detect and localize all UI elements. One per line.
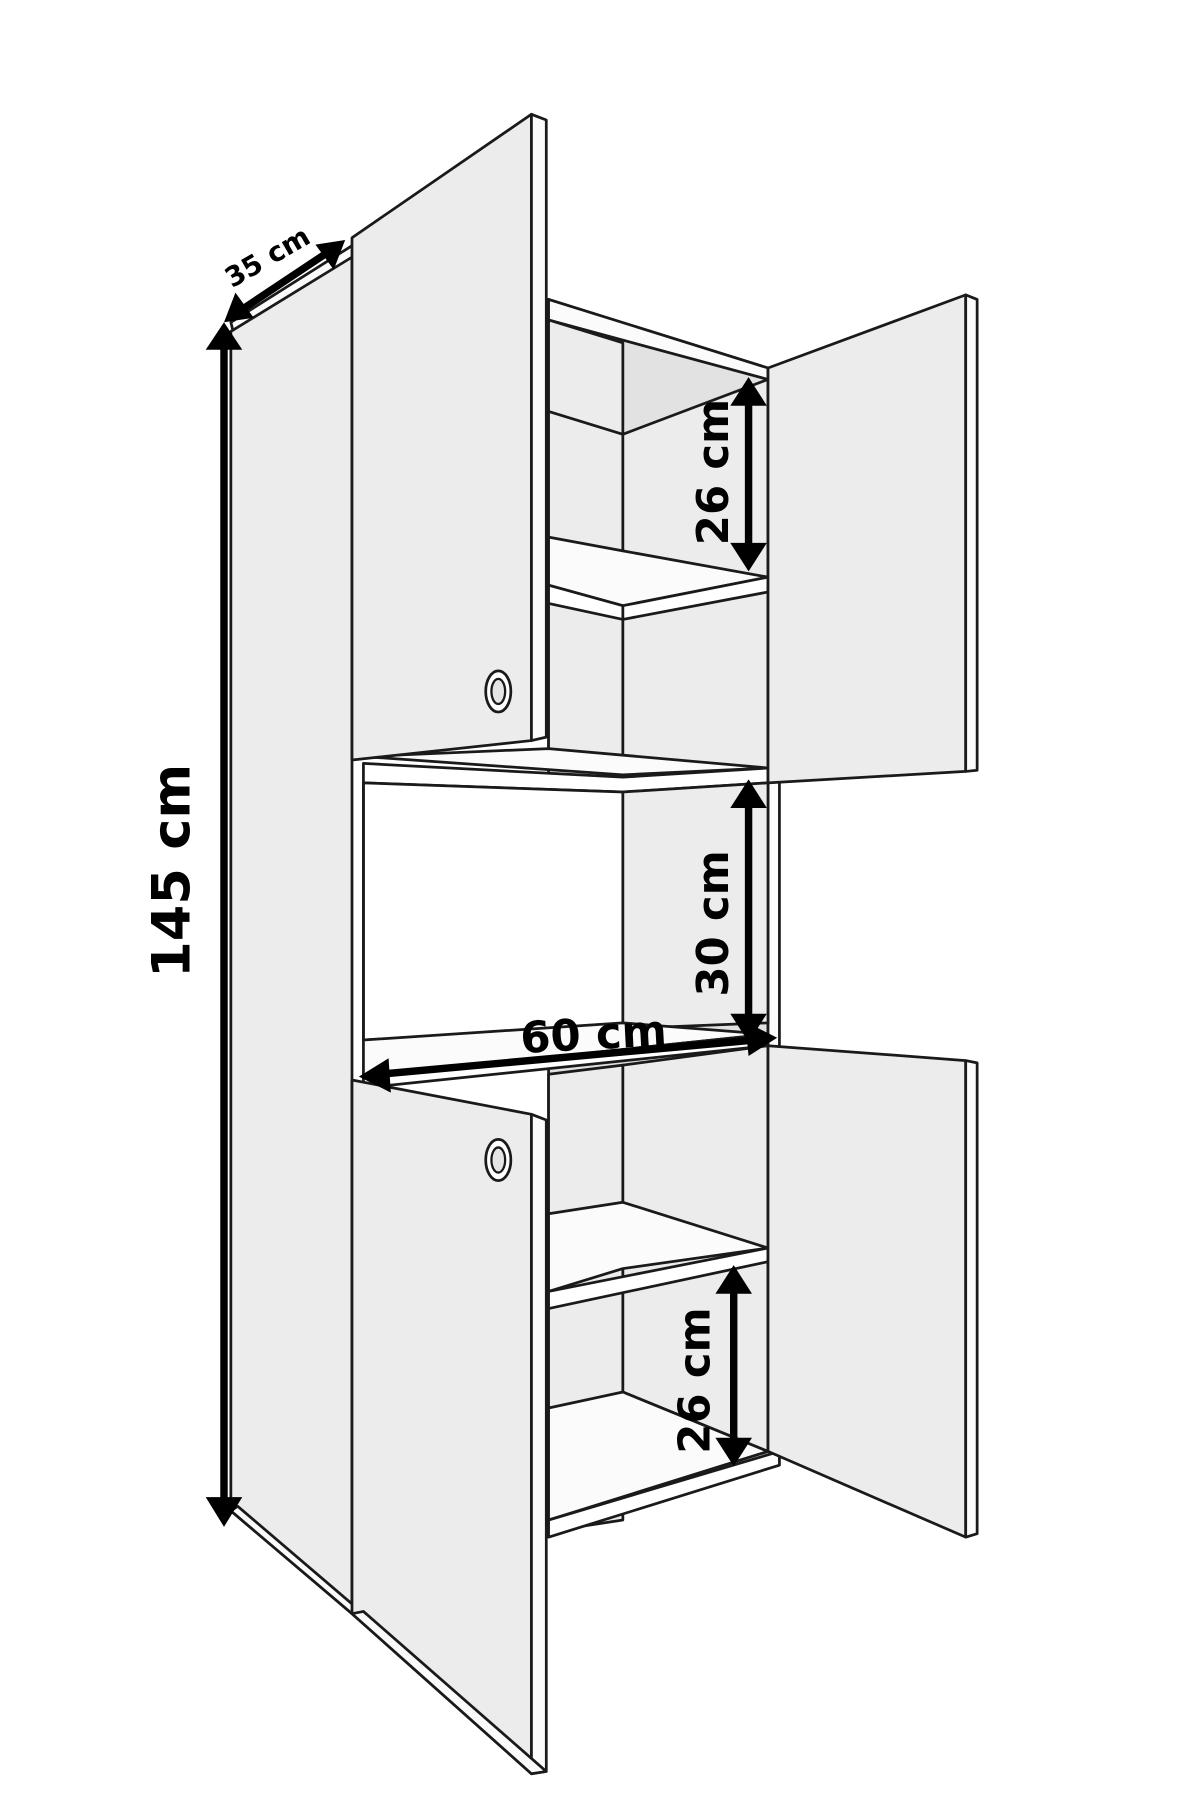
depth-arrow-head-left — [224, 292, 254, 323]
left-side-panel — [229, 255, 354, 1616]
upper-right-door-edge — [964, 293, 979, 773]
upper-gap-arrow-head-bottom — [730, 542, 767, 572]
width-label: 60 cm — [519, 1006, 668, 1064]
upper-left-door-knob-icon — [484, 669, 513, 714]
open-niche-left-wall — [362, 781, 625, 1042]
doors — [350, 112, 979, 1776]
lower-left-door-edge — [530, 1112, 548, 1776]
lower-left-door[interactable] — [350, 1078, 533, 1776]
dimension-labels: 145 cm 35 cm 26 cm 30 cm 60 cm 26 cm — [142, 221, 739, 1454]
lower-left-door-bottom-edge — [350, 1610, 548, 1776]
width-arrow-head-right — [745, 1021, 778, 1056]
dimension-arrows — [205, 240, 778, 1527]
lower-shelf-top — [547, 1200, 770, 1293]
lower-floor-front — [547, 1450, 781, 1539]
lower-right-door[interactable] — [766, 1044, 968, 1539]
depth-arrow-head-right — [315, 240, 346, 270]
lower-gap-arrow-head-top — [715, 1265, 752, 1294]
depth-arrow-line — [237, 248, 332, 314]
width-arrow-line — [379, 1036, 755, 1078]
height-arrow-head-bottom — [205, 1497, 243, 1527]
middle-gap-arrow-head-top — [730, 779, 767, 808]
lower-left-door-knob-icon — [484, 1138, 513, 1182]
upper-left-door-edge — [530, 112, 548, 742]
height-arrow-head-top — [205, 322, 243, 350]
cabinet-body — [229, 244, 781, 1616]
upper-left-door[interactable] — [350, 112, 533, 762]
middle-opening-label: 30 cm — [689, 850, 739, 996]
lower-shelf-gap-label: 26 cm — [671, 1307, 721, 1453]
upper-shelf-gap-label: 26 cm — [689, 399, 739, 545]
upper-right-door[interactable] — [766, 293, 968, 785]
width-arrow-head-left — [358, 1058, 391, 1093]
total-height-label: 145 cm — [142, 764, 203, 978]
upper-gap-arrow-head-top — [730, 377, 767, 406]
lower-right-door-edge — [964, 1059, 979, 1539]
lower-gap-arrow-head-bottom — [715, 1437, 752, 1467]
open-niche-back-wall — [621, 781, 770, 1030]
